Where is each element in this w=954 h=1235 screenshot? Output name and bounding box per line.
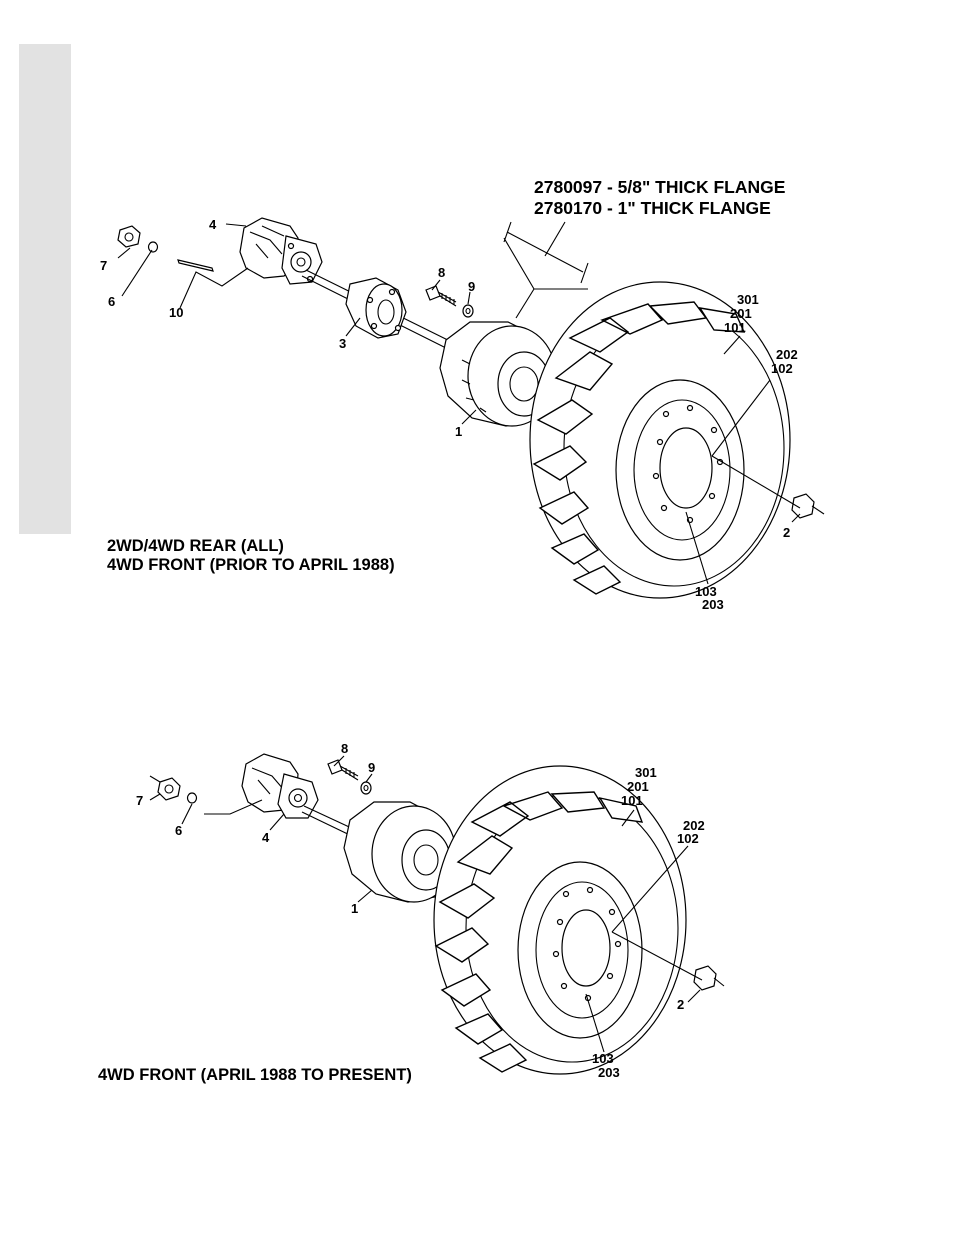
callout-201-bottom: 201: [627, 779, 649, 794]
callout-8: 8: [438, 265, 445, 280]
flange-3: [346, 278, 406, 338]
callout-6: 6: [108, 294, 115, 309]
tire-wheel-top: [530, 282, 790, 598]
callout-9: 9: [468, 279, 475, 294]
flange-dimension-bracket: [504, 222, 588, 318]
callout-102-bottom: 102: [677, 831, 699, 846]
washer-9: [463, 305, 473, 317]
callout-10: 10: [169, 305, 183, 320]
callout-103-bottom: 103: [592, 1051, 614, 1066]
top-caption-line-1: 2WD/4WD REAR (ALL): [107, 537, 284, 555]
hydraulic-motor-4: [240, 218, 322, 284]
nut-7: [118, 226, 140, 247]
bolt-8: [426, 286, 456, 306]
callout-203: 203: [702, 597, 724, 612]
callout-4-bottom: 4: [262, 830, 270, 845]
key-10: [178, 260, 213, 271]
callout-2: 2: [783, 525, 790, 540]
callout-7-bottom: 7: [136, 793, 143, 808]
hydraulic-motor-4-bottom: [242, 754, 318, 818]
top-caption-line-2: 4WD FRONT (PRIOR TO APRIL 1988): [107, 556, 395, 574]
callout-9-bottom: 9: [368, 760, 375, 775]
tire-wheel-bottom: [434, 766, 686, 1074]
washer-6: [149, 242, 158, 252]
callout-1: 1: [455, 424, 462, 439]
nut-7-bottom: [150, 776, 180, 800]
flange-label-1: 2780097 - 5/8" THICK FLANGE: [534, 177, 785, 197]
flange-label-2: 2780170 - 1" THICK FLANGE: [534, 198, 771, 218]
callout-3: 3: [339, 336, 346, 351]
callout-4: 4: [209, 217, 217, 232]
callout-2-bottom: 2: [677, 997, 684, 1012]
callout-101: 101: [724, 320, 746, 335]
callout-1-bottom: 1: [351, 901, 358, 916]
callout-8-bottom: 8: [341, 741, 348, 756]
callout-7: 7: [100, 258, 107, 273]
callout-201: 201: [730, 306, 752, 321]
bolt-8-bottom: [328, 760, 358, 780]
bottom-assembly: 8 9 7 6 4 1 301 201 101 202 102 2 103 20…: [98, 741, 724, 1084]
callout-101-bottom: 101: [621, 793, 643, 808]
washer-9-bottom: [361, 782, 371, 794]
callout-301-bottom: 301: [635, 765, 657, 780]
bottom-caption: 4WD FRONT (APRIL 1988 TO PRESENT): [98, 1066, 412, 1084]
callout-102: 102: [771, 361, 793, 376]
callout-203-bottom: 203: [598, 1065, 620, 1080]
callout-6-bottom: 6: [175, 823, 182, 838]
washer-6-bottom: [188, 793, 197, 803]
callout-301: 301: [737, 292, 759, 307]
callout-202: 202: [776, 347, 798, 362]
top-assembly: 2780097 - 5/8" THICK FLANGE 2780170 - 1"…: [100, 177, 824, 612]
